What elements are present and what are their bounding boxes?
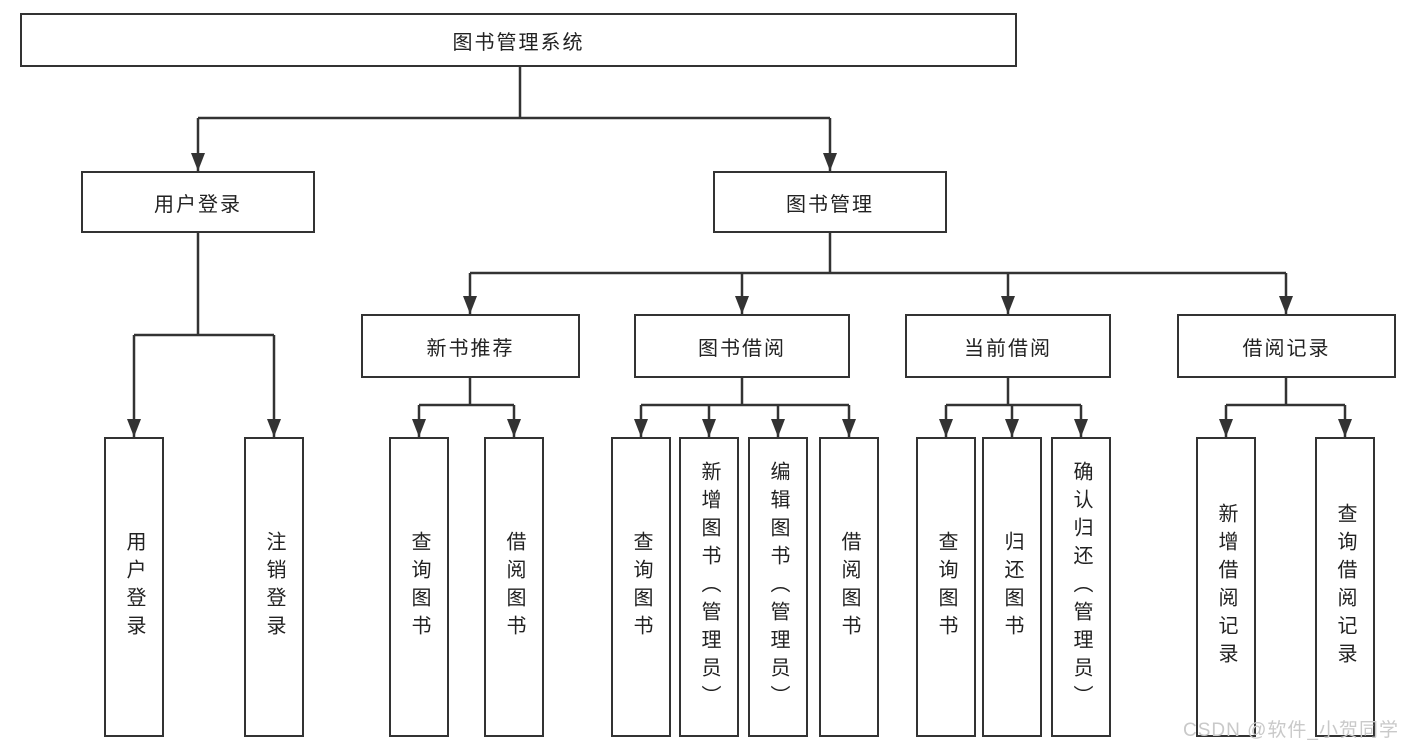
leaf-query-books-recommend: 查询图书 — [389, 437, 449, 737]
node-new-book-recommend: 新书推荐 — [361, 314, 580, 378]
leaf-query-books-current: 查询图书 — [916, 437, 976, 737]
node-book-borrow: 图书借阅 — [634, 314, 850, 378]
leaf-add-book-admin: 新增图书（管理员） — [679, 437, 739, 737]
leaf-query-borrow-record: 查询借阅记录 — [1315, 437, 1375, 737]
leaf-add-borrow-record: 新增借阅记录 — [1196, 437, 1256, 737]
watermark-text: CSDN @软件_小贺同学 — [1183, 720, 1399, 741]
node-current-borrow: 当前借阅 — [905, 314, 1111, 378]
node-user-login: 用户登录 — [81, 171, 315, 233]
leaf-confirm-return-admin: 确认归还（管理员） — [1051, 437, 1111, 737]
leaf-user-login: 用户登录 — [104, 437, 164, 737]
leaf-borrow-books-borrow: 借阅图书 — [819, 437, 879, 737]
leaf-return-books: 归还图书 — [982, 437, 1042, 737]
node-book-management: 图书管理 — [713, 171, 947, 233]
leaf-borrow-books-recommend: 借阅图书 — [484, 437, 544, 737]
leaf-edit-book-admin: 编辑图书（管理员） — [748, 437, 808, 737]
node-root: 图书管理系统 — [20, 13, 1017, 67]
leaf-logout: 注销登录 — [244, 437, 304, 737]
leaf-query-books-borrow: 查询图书 — [611, 437, 671, 737]
node-borrow-records: 借阅记录 — [1177, 314, 1396, 378]
